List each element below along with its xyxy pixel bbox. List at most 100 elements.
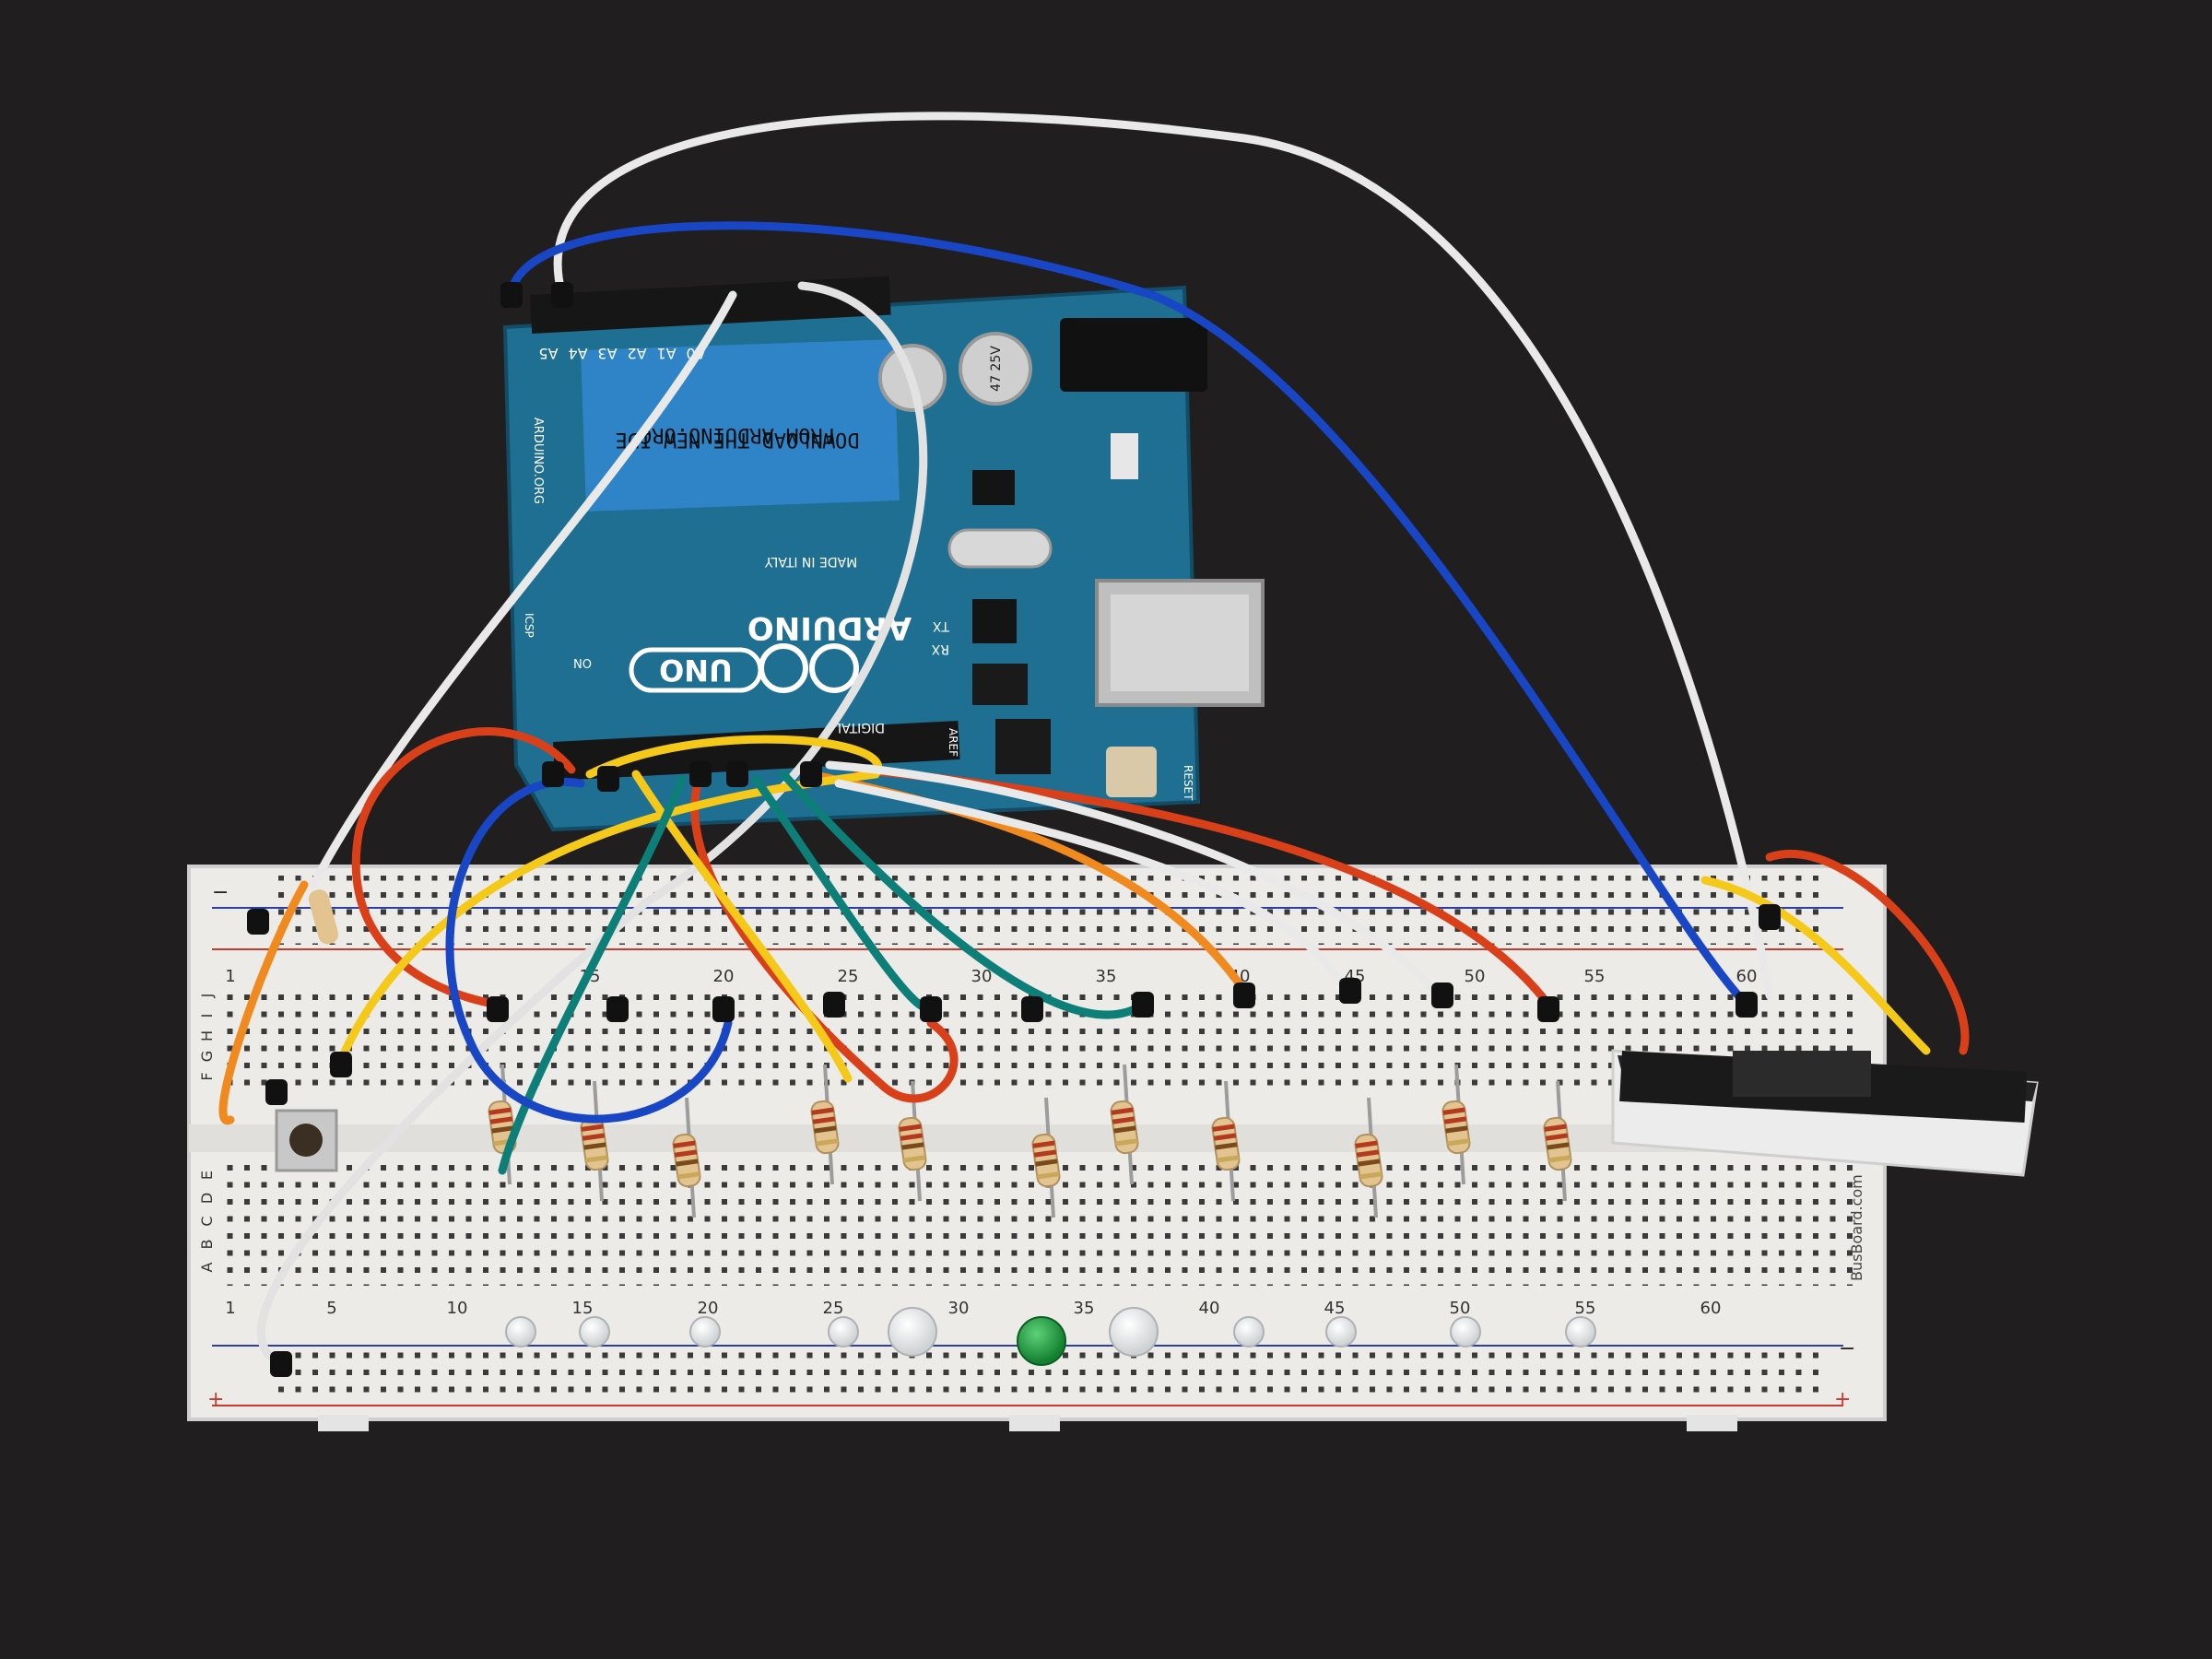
wire-connector [1537, 996, 1559, 1022]
leds [505, 1307, 1596, 1366]
column-number: 35 [1096, 967, 1117, 986]
wire-connector [542, 761, 564, 787]
row-letter: B [198, 1240, 216, 1250]
jumper-wires [218, 112, 1970, 1369]
wire-white [825, 760, 1442, 1000]
wire-teal [498, 774, 687, 1175]
reset-button[interactable] [1106, 747, 1157, 797]
led-clear [579, 1316, 610, 1347]
wire-connector [330, 1052, 352, 1077]
resistors [308, 889, 1572, 1218]
wire-teal [779, 770, 1147, 1019]
column-number: 55 [1575, 1299, 1596, 1318]
made-in-text: MADE IN ITALY [764, 554, 857, 569]
wire-white [256, 281, 928, 1369]
usb-chip [972, 599, 1017, 643]
wire-connector [823, 992, 845, 1018]
wire-connector [1021, 996, 1043, 1022]
ide-label-sticker [581, 339, 900, 512]
column-number: 35 [1074, 1299, 1095, 1318]
wire-connector [920, 996, 942, 1022]
wire-white [553, 112, 1774, 1000]
on-label: ON [573, 655, 592, 669]
row-letters-bottom: E D C B A [198, 1171, 216, 1273]
column-number: 45 [1324, 1299, 1346, 1318]
rail-plus-label: + [1834, 1388, 1851, 1411]
wire-connector [712, 996, 735, 1022]
row-letter: J [198, 994, 216, 999]
column-number: 5 [326, 1299, 336, 1318]
led-clear [888, 1307, 937, 1357]
led-clear [1565, 1316, 1596, 1347]
wire-yellow [1700, 876, 1931, 1055]
rail-minus-label: − [212, 881, 229, 904]
wire-connector [800, 761, 822, 787]
tx-label: TX [932, 618, 950, 633]
analog-pin-label: A5 [538, 345, 558, 362]
digital-label: DIGITAL [834, 720, 885, 735]
busboard-brand: BusBoard.com [1848, 1174, 1865, 1281]
led-green [1017, 1316, 1066, 1366]
column-number: 60 [1700, 1299, 1722, 1318]
wire-red [1765, 850, 1970, 1055]
wire-connector [597, 766, 619, 792]
top-rail-holes [276, 876, 1825, 945]
led-clear [1450, 1316, 1481, 1347]
resistor [1110, 1064, 1139, 1185]
wire-blue [445, 777, 733, 1124]
wire-connector [500, 282, 523, 308]
crystal [947, 528, 1053, 569]
wire-ends [247, 282, 1781, 1377]
column-number: 25 [838, 967, 859, 986]
resistor [1031, 1097, 1061, 1218]
digital-header [553, 720, 960, 781]
wire-connector [606, 996, 629, 1022]
column-number: 30 [971, 967, 993, 986]
row-letter: A [198, 1262, 216, 1272]
column-number: 60 [1736, 967, 1758, 986]
wire-connector [1233, 982, 1255, 1008]
row-letter: D [198, 1193, 216, 1204]
wire-connector [270, 1351, 292, 1377]
led-clear [505, 1316, 536, 1347]
push-button[interactable] [275, 1109, 338, 1172]
row-letter: G [198, 1051, 216, 1062]
wire-white [834, 779, 1350, 995]
column-number: 20 [698, 1299, 719, 1318]
row-letter: H [198, 1030, 216, 1041]
led-clear [689, 1316, 721, 1347]
wire-connector [551, 282, 573, 308]
wire-connector [1132, 992, 1154, 1018]
rx-label: RX [931, 641, 949, 656]
wire-orange [218, 880, 309, 1125]
wire-connector [1735, 992, 1758, 1018]
label-text-line2: FROM ARDUINO.ORG [640, 423, 835, 446]
column-number: 50 [1450, 1299, 1471, 1318]
wire-blue [507, 221, 1756, 1014]
rail-plus-label: + [207, 1388, 224, 1411]
resistor [672, 1097, 701, 1218]
column-number: 1 [225, 1299, 235, 1318]
column-number: 15 [572, 1299, 594, 1318]
uno-text: UNO [659, 653, 733, 688]
column-number: 40 [1199, 1299, 1220, 1318]
wire-white [309, 290, 737, 889]
column-number: 25 [823, 1299, 844, 1318]
wire-red [690, 770, 959, 1103]
icsp-header [972, 664, 1051, 774]
seven-segment-display [1611, 1049, 2039, 1177]
resistor [1211, 1080, 1241, 1202]
capacitor-text: 47 25V [989, 346, 1004, 392]
analog-pin-label: A3 [597, 345, 617, 362]
analog-header [530, 276, 891, 334]
row-letter: I [198, 1014, 216, 1018]
wire-connector [1431, 982, 1453, 1008]
wire-connector [1759, 904, 1781, 930]
row-letter: C [198, 1216, 216, 1226]
led-clear [1325, 1316, 1357, 1347]
resistor [1354, 1097, 1383, 1218]
wire-connector [265, 1079, 288, 1105]
row-letter: E [198, 1171, 216, 1180]
icsp-label: ICSP [523, 613, 535, 638]
